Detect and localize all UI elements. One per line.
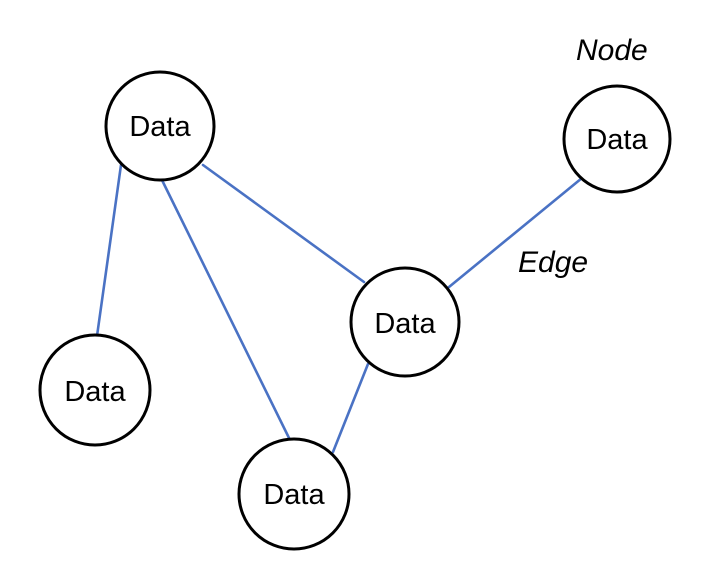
edge-top-left-to-bottom-left bbox=[95, 163, 123, 338]
node-center-right: Data bbox=[349, 266, 461, 378]
node-top-right: Data bbox=[562, 84, 672, 194]
node-label: Data bbox=[64, 376, 126, 408]
node-label: Data bbox=[586, 124, 648, 156]
edge-top-left-to-center-right bbox=[201, 163, 366, 284]
node-label: Data bbox=[129, 111, 191, 143]
edge-top-right-to-center-right bbox=[447, 176, 584, 289]
edges-layer bbox=[95, 163, 584, 454]
edge-center-right-to-bottom-center bbox=[331, 362, 370, 454]
nodes-layer: Data Data Data Data Data bbox=[38, 70, 672, 551]
edge-annotation: Edge bbox=[518, 246, 588, 279]
node-bottom-left: Data bbox=[38, 333, 152, 447]
node-annotation: Node bbox=[576, 34, 648, 67]
node-label: Data bbox=[374, 308, 436, 340]
node-label: Data bbox=[263, 479, 325, 511]
node-bottom-center: Data bbox=[237, 437, 351, 551]
edge-top-left-to-bottom-center bbox=[158, 174, 292, 442]
annotations-layer: Node Edge bbox=[518, 34, 648, 279]
node-top-left: Data bbox=[104, 70, 216, 182]
